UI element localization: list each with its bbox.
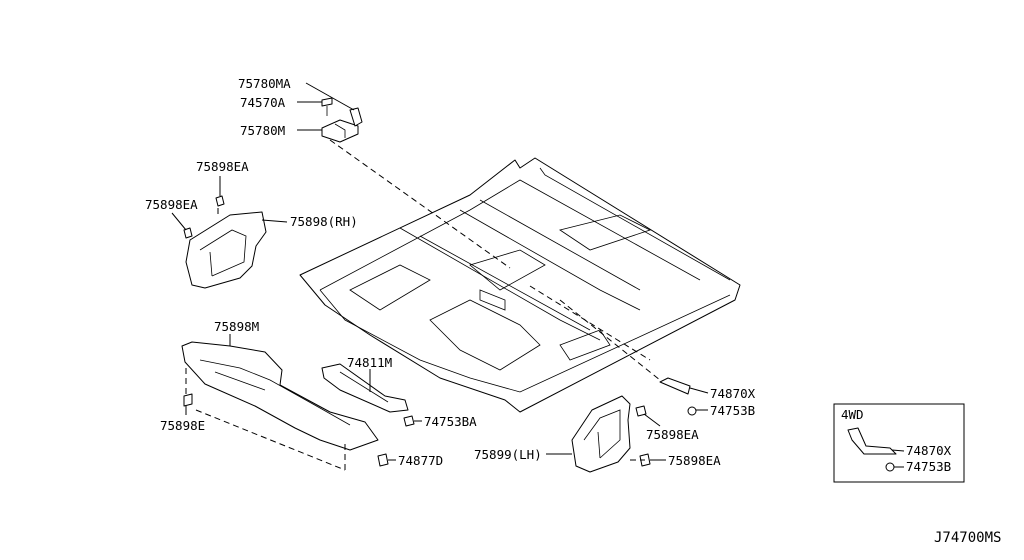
splash-shield-lh xyxy=(571,395,651,473)
under-cover-75898m xyxy=(181,341,379,451)
label-74753ba: 74753BA xyxy=(424,414,477,429)
label-75898m: 75898M xyxy=(214,319,259,334)
inset-4wd: 4WD 74870X 74753B xyxy=(833,403,965,483)
dashed-leaders xyxy=(185,139,661,471)
inset-title: 4WD xyxy=(841,407,864,422)
label-75780m: 75780M xyxy=(240,123,285,138)
splash-shield-rh xyxy=(183,195,267,289)
part-labels: 75780MA 74570A 75780M 75898EA 75898EA 75… xyxy=(145,76,756,468)
bracket-74870x xyxy=(659,377,697,416)
label-74870x: 74870X xyxy=(710,386,756,401)
label-75898ea-mid: 75898EA xyxy=(646,427,699,442)
inset-label-74870x: 74870X xyxy=(906,443,952,458)
inset-label-74753b: 74753B xyxy=(906,459,951,474)
label-75899-lh: 75899(LH) xyxy=(474,447,542,462)
label-75780ma: 75780MA xyxy=(238,76,291,91)
label-75898ea-top: 75898EA xyxy=(196,159,249,174)
label-75898ea-bot: 75898EA xyxy=(668,453,721,468)
diagram-id: J74700MS xyxy=(934,530,1001,546)
label-75898e: 75898E xyxy=(160,418,205,433)
label-74811m: 74811M xyxy=(347,355,392,370)
label-75898ea-left: 75898EA xyxy=(145,197,198,212)
label-74570a: 74570A xyxy=(240,95,286,110)
floor-panel xyxy=(299,157,741,413)
leader-lines xyxy=(171,82,709,461)
label-74877d: 74877D xyxy=(398,453,443,468)
bracket-75780m xyxy=(321,97,363,143)
label-75898-rh: 75898(RH) xyxy=(290,214,358,229)
label-74753b: 74753B xyxy=(710,403,755,418)
bracket-74811m xyxy=(321,363,415,467)
